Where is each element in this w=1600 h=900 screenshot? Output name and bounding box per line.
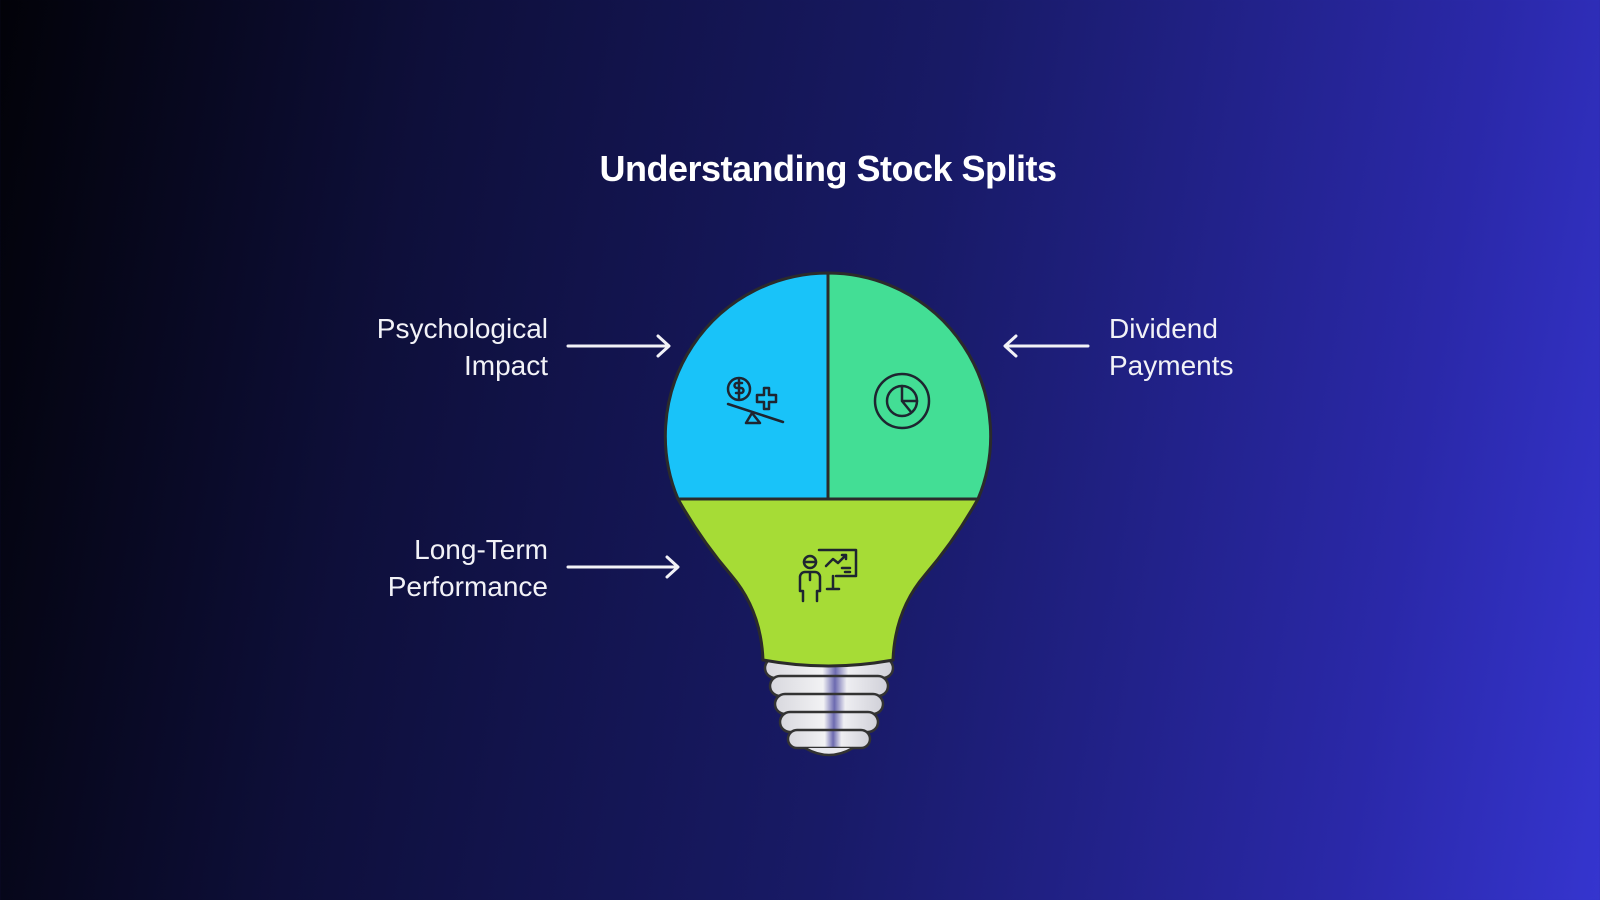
label-psychological-impact: Psychological Impact xyxy=(248,310,548,384)
segment-long-term-performance[interactable] xyxy=(675,497,981,668)
label-line: Psychological xyxy=(376,313,548,344)
page-title: Understanding Stock Splits xyxy=(599,148,1057,189)
presenter-chart-icon xyxy=(798,548,858,603)
label-line: Performance xyxy=(387,571,548,602)
label-line: Dividend xyxy=(1109,313,1218,344)
segment-dividend-payments[interactable] xyxy=(826,271,993,501)
label-line: Long-Term xyxy=(414,534,548,565)
arrow-right-icon xyxy=(566,555,680,579)
label-line: Impact xyxy=(463,350,548,381)
pie-chart-icon xyxy=(873,372,931,430)
segment-psychological-impact[interactable] xyxy=(663,271,830,501)
label-dividend-payments: Dividend Payments xyxy=(1109,310,1234,384)
bulb-base xyxy=(763,656,895,757)
arrow-left-icon xyxy=(1003,334,1090,358)
arrow-right-icon xyxy=(566,334,671,358)
label-line: Payments xyxy=(1109,350,1234,381)
balance-scale-dollar-plus-icon xyxy=(726,376,785,425)
label-long-term-performance: Long-Term Performance xyxy=(248,531,548,605)
